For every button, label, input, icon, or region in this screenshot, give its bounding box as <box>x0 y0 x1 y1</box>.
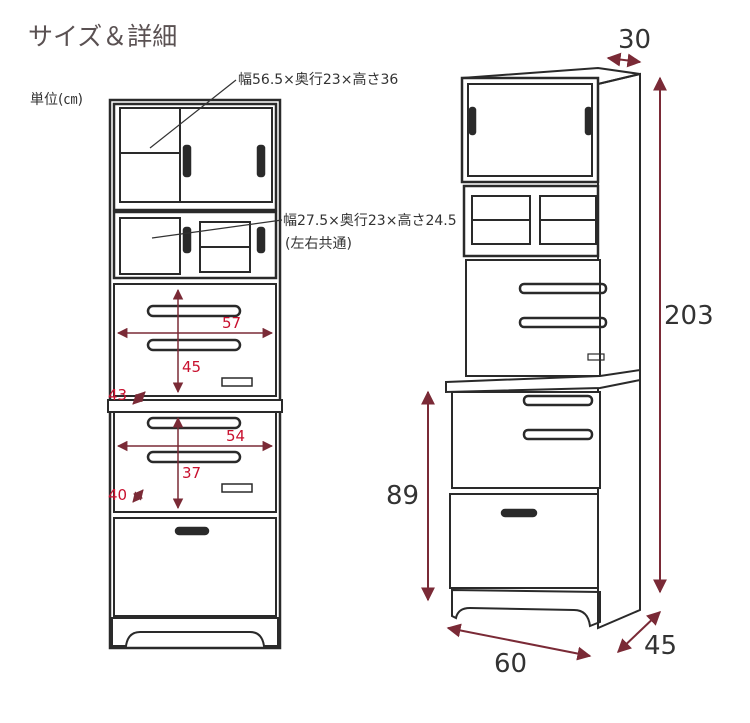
dim-shelf-height-2: 37 <box>182 464 201 482</box>
perspective-view <box>445 66 641 630</box>
dim-shelf-height-1: 45 <box>182 358 201 376</box>
unit-label: 単位(㎝) <box>30 92 83 108</box>
dim-counter-height: 89 <box>386 481 419 511</box>
front-view <box>107 98 283 650</box>
dim-depth: 45 <box>644 631 677 661</box>
dim-shelf-depth-2: 40 <box>108 486 127 504</box>
page-title: サイズ＆詳細 <box>28 22 177 51</box>
front-dimension-arrows <box>116 288 274 510</box>
top-cabinet-note: 幅56.5×奥行23×高さ36 <box>238 71 398 88</box>
dim-shelf-width-2: 54 <box>226 427 245 445</box>
small-cabinet-note-sub: (左右共通) <box>285 236 352 252</box>
dim-width: 60 <box>494 649 527 679</box>
top-cabinet-pointer <box>149 79 237 149</box>
small-cabinet-pointer <box>151 219 283 239</box>
dim-shelf-depth-1: 43 <box>108 386 127 404</box>
dim-top-depth: 30 <box>618 25 651 55</box>
small-cabinet-note: 幅27.5×奥行23×高さ24.5 <box>283 212 457 229</box>
side-dimension-arrows <box>421 52 667 661</box>
dim-total-height: 203 <box>664 301 714 331</box>
dim-shelf-width-1: 57 <box>222 314 241 332</box>
